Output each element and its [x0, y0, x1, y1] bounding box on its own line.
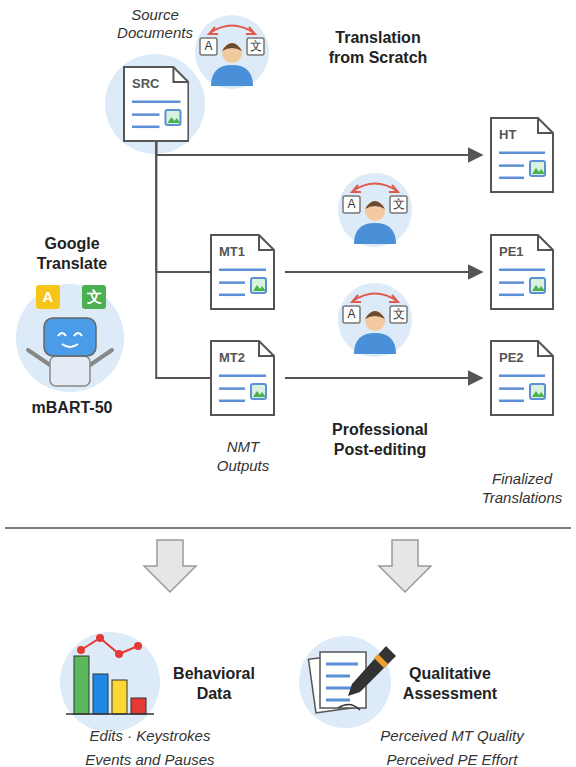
connector-arrow — [285, 377, 482, 379]
document-label: PE2 — [490, 340, 524, 365]
down-arrow — [144, 540, 196, 592]
icon-glyph: 文 — [247, 38, 264, 55]
icon-glyph: A — [343, 306, 360, 323]
icon-glyph: A — [343, 196, 360, 213]
down-arrow — [379, 540, 431, 592]
source-circle — [105, 54, 205, 154]
caption-text: Qualitative Assessment — [394, 664, 506, 704]
caption-text: Edits · Keystrokes Events and Pauses — [75, 724, 225, 767]
connector-arrow — [285, 271, 482, 273]
caption-text: Translation from Scratch — [317, 28, 439, 68]
divider-line — [5, 527, 571, 529]
document-label: HT — [490, 117, 516, 142]
caption-text: Google Translate — [22, 234, 122, 274]
caption-text: Source Documents — [105, 6, 205, 42]
document-label: MT2 — [210, 340, 245, 365]
translator-icon — [338, 173, 412, 247]
connector-arrow — [156, 142, 210, 272]
document-label: MT1 — [210, 234, 245, 259]
caption-text: mBART-50 — [12, 398, 132, 417]
connector-arrow — [156, 142, 482, 155]
document-box: MT2 — [210, 340, 275, 416]
icon-glyph: 文 — [390, 306, 407, 323]
translator-icon — [338, 283, 412, 357]
document-box: PE2 — [490, 340, 554, 416]
document-box: HT — [490, 117, 554, 193]
icon-glyph: A — [36, 285, 60, 309]
icon-glyph: A — [200, 38, 217, 55]
document-box: PE1 — [490, 234, 554, 310]
icon-glyph: 文 — [82, 285, 106, 309]
document-label: SRC — [123, 66, 159, 91]
translator-icon — [195, 15, 269, 89]
caption-text: Behavioral Data — [166, 664, 262, 704]
document-box: MT1 — [210, 234, 275, 310]
document-label: PE1 — [490, 234, 524, 259]
caption-text: NMT Outputs — [201, 438, 285, 476]
robot-icon — [16, 284, 124, 392]
connector-arrow — [156, 142, 210, 378]
icon-glyph: 文 — [390, 196, 407, 213]
document-box: SRC — [123, 66, 189, 142]
caption-text: Finalized Translations — [472, 470, 572, 508]
bar-chart-icon — [60, 632, 160, 732]
caption-text: Professional Post-editing — [318, 420, 442, 460]
caption-text: Perceived MT Quality Perceived PE Effort — [366, 724, 538, 767]
assessment-icon — [299, 636, 396, 728]
